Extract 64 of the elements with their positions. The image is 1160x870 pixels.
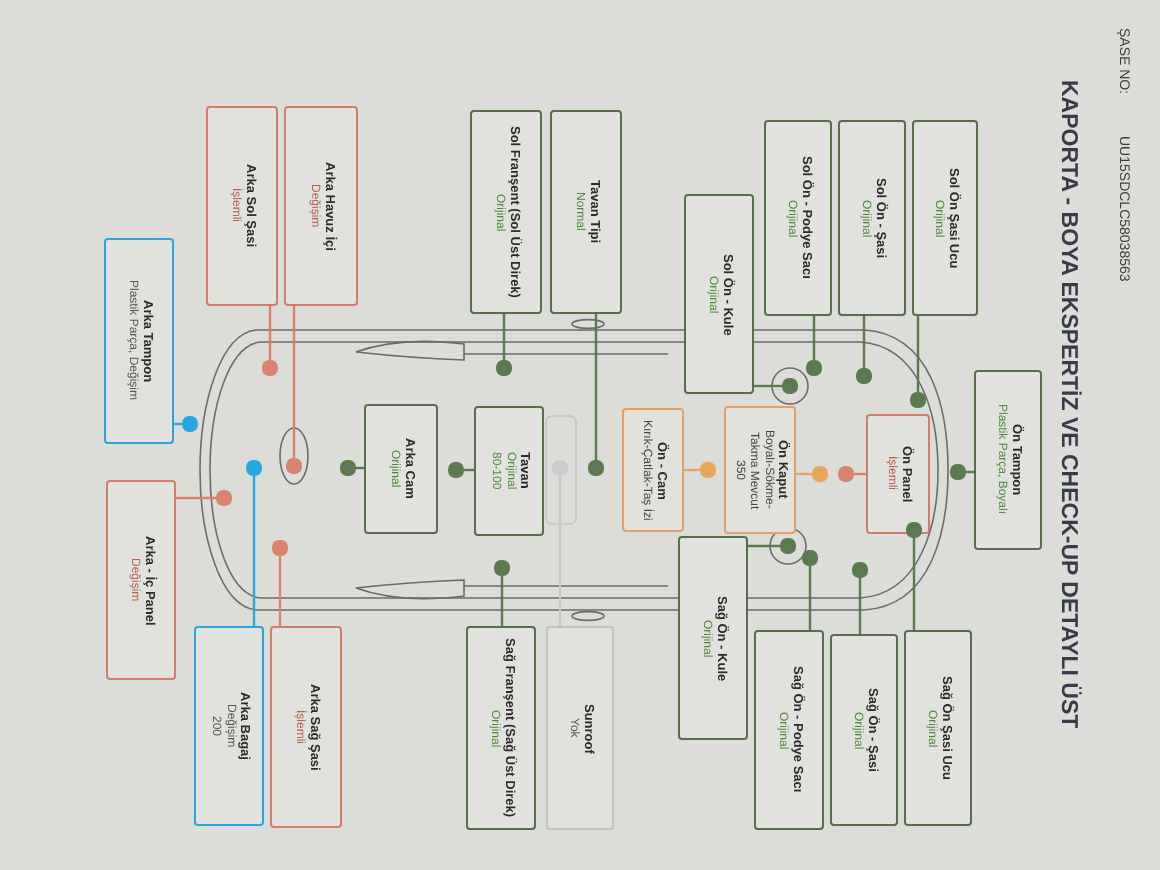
marker-dot-icon <box>852 562 868 578</box>
marker-dot-icon <box>802 550 818 566</box>
inspection-card <box>904 630 972 826</box>
inspection-card <box>622 408 684 532</box>
leader-line <box>594 314 598 461</box>
leader-line <box>754 384 783 388</box>
inspection-card <box>724 406 796 534</box>
inspection-card <box>838 120 906 316</box>
inspection-card <box>764 120 832 316</box>
marker-dot-icon <box>496 360 512 376</box>
marker-dot-icon <box>782 378 798 394</box>
marker-dot-icon <box>588 460 604 476</box>
inspection-card <box>754 630 824 830</box>
leader-line <box>748 544 781 548</box>
inspection-card <box>684 194 754 394</box>
inspection-card <box>912 120 978 316</box>
marker-dot-icon <box>906 522 922 538</box>
leader-line <box>176 496 217 500</box>
inspection-card <box>194 626 264 826</box>
inspection-card <box>364 404 438 534</box>
marker-dot-icon <box>272 540 288 556</box>
marker-dot-icon <box>910 392 926 408</box>
inspection-card <box>678 536 748 740</box>
marker-dot-icon <box>950 464 966 480</box>
marker-dot-icon <box>700 462 716 478</box>
marker-dot-icon <box>780 538 796 554</box>
marker-dot-icon <box>806 360 822 376</box>
marker-dot-icon <box>812 466 828 482</box>
marker-dot-icon <box>216 490 232 506</box>
inspection-card <box>206 106 278 306</box>
inspection-card <box>474 406 544 536</box>
inspection-card <box>550 110 622 314</box>
leader-line <box>500 575 504 626</box>
leader-line <box>278 555 282 626</box>
leader-line <box>292 306 296 459</box>
leader-line <box>858 577 862 634</box>
inspection-card <box>830 634 898 826</box>
leader-line <box>916 316 920 393</box>
marker-dot-icon <box>856 368 872 384</box>
inspection-card <box>106 480 176 680</box>
marker-dot-icon <box>448 462 464 478</box>
marker-dot-icon <box>494 560 510 576</box>
inspection-card <box>470 110 542 314</box>
marker-dot-icon <box>246 460 262 476</box>
leader-line <box>252 475 256 626</box>
leader-line <box>502 314 506 361</box>
leader-line <box>808 565 812 630</box>
inspection-card <box>270 626 342 828</box>
marker-dot-icon <box>838 466 854 482</box>
inspection-card <box>866 414 930 534</box>
inspection-card <box>974 370 1042 550</box>
marker-dot-icon <box>182 416 198 432</box>
marker-dot-icon <box>262 360 278 376</box>
page-title: KAPORTA - BOYA EKSPERTİZ VE CHECK-UP DETAYLI ÜST <box>1056 80 1080 729</box>
marker-dot-icon <box>340 460 356 476</box>
inspection-card <box>104 238 174 444</box>
leader-line <box>812 316 816 361</box>
inspection-card <box>284 106 358 306</box>
inspection-card <box>546 626 614 830</box>
leader-line <box>862 316 866 369</box>
marker-dot-icon <box>286 458 302 474</box>
leader-line <box>912 537 916 630</box>
leader-line <box>268 306 272 361</box>
inspection-card <box>466 626 536 830</box>
